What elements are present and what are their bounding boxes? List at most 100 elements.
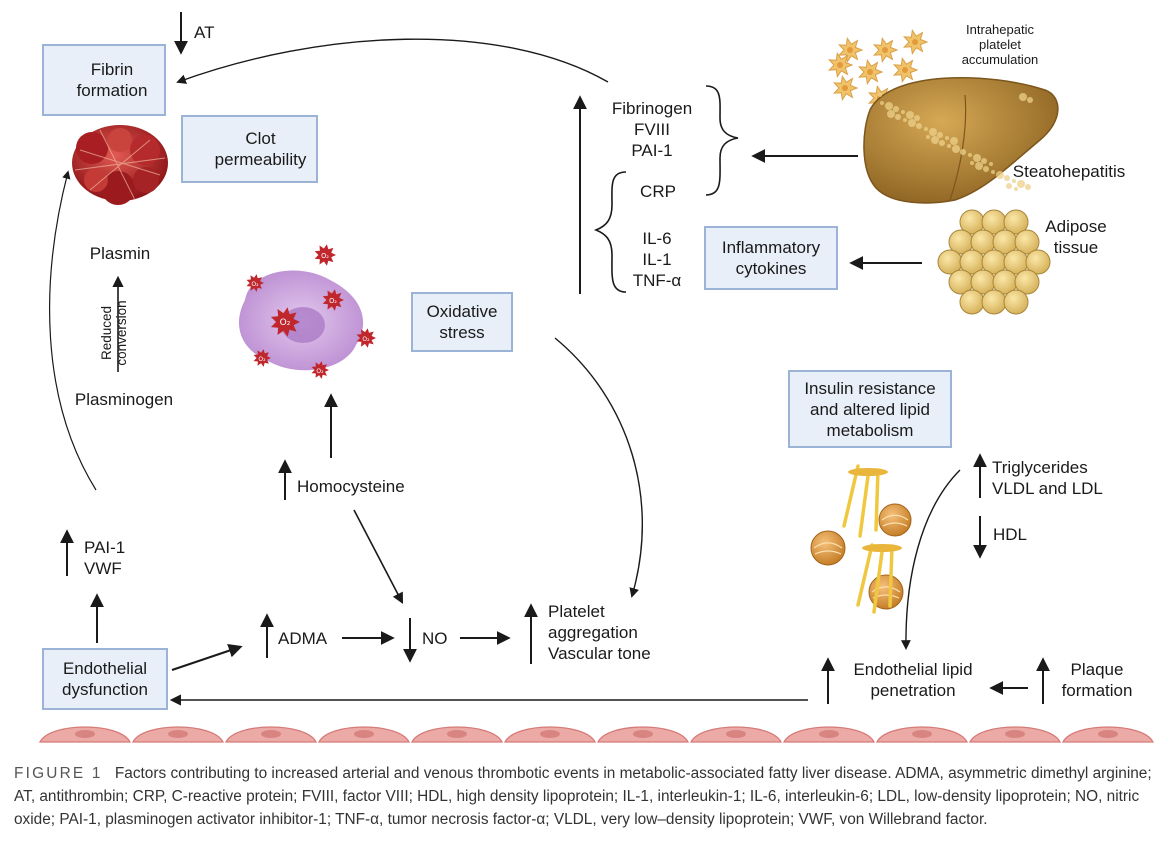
fat-droplet [989, 162, 993, 166]
lipids-to-endothelial-arrow [900, 469, 961, 650]
platelet-line2: aggregation [548, 623, 638, 642]
ros-o2-label: O₂ [329, 297, 337, 305]
fat-droplet [1019, 93, 1027, 101]
adipocyte-icon [1003, 289, 1029, 315]
endothelial-to-adma-arrow [171, 643, 243, 671]
lipid-tail [858, 474, 870, 538]
fat-droplet [1004, 175, 1010, 181]
endothelial-nucleus [1005, 730, 1025, 738]
homocysteine-to-no-arrow [353, 509, 404, 604]
lipid-tail [888, 544, 894, 608]
endothelial-nucleus [354, 730, 374, 738]
fat-droplet [901, 110, 905, 114]
endothelial-nucleus [1098, 730, 1118, 738]
endothelial-nucleus [633, 730, 653, 738]
figure-label: FIGURE 1 [14, 765, 103, 782]
oxidative-to-platelet-arrow [554, 337, 643, 598]
adipocyte-icon [1025, 249, 1051, 275]
vldl-ldl-label: VLDL and LDL [992, 479, 1103, 498]
fat-droplet [991, 170, 995, 174]
fviii-label: FVIII [634, 120, 670, 139]
plaque-line2: formation [1061, 681, 1133, 700]
fat-droplet [945, 136, 949, 140]
adipocyte-icon [981, 289, 1007, 315]
lipid-particles-icon [810, 464, 912, 614]
endothelial-nucleus [168, 730, 188, 738]
oxidative-stress-box: Oxidative stress [411, 292, 513, 352]
fat-droplet [924, 127, 928, 131]
platelet-core [867, 69, 873, 75]
endothelial-dysfunction-box: Endothelial dysfunction [42, 648, 168, 710]
lipid-head [862, 544, 902, 552]
at-label: AT [194, 23, 215, 42]
endothelial-lipid-line1: Endothelial lipid [853, 660, 973, 679]
lipoprotein-band [813, 542, 843, 555]
steatohepatitis-label: Steatohepatitis [1012, 162, 1126, 181]
endothelial-nucleus [447, 730, 467, 738]
intrahepatic-line2: platelet [979, 37, 1021, 52]
pai1-label: PAI-1 [84, 538, 126, 557]
endothelial-nucleus [819, 730, 839, 738]
fat-droplet [929, 128, 937, 136]
vwf-label: VWF [84, 559, 122, 578]
il1-label: IL-1 [642, 250, 672, 269]
insulin-resistance-line1: Insulin resistance [804, 378, 936, 398]
platelet-line1: Platelet [548, 602, 605, 621]
lipid-tail [874, 468, 880, 532]
adipocyte-icon [1003, 209, 1029, 235]
fat-droplet [973, 154, 981, 162]
fat-droplet [939, 140, 945, 146]
adipocyte-icon [959, 289, 985, 315]
caption-text: Factors contributing to increased arteri… [14, 765, 1152, 828]
fat-droplet [906, 111, 914, 119]
ros-molecule-icon: O₂ [311, 361, 329, 379]
fat-droplet [947, 144, 951, 148]
inflammatory-cytokines-line1: Inflammatory [721, 238, 821, 257]
il6-label: IL-6 [642, 229, 672, 248]
platelet-core [842, 85, 848, 91]
platelet-core [847, 47, 853, 53]
coag-brace [705, 85, 739, 196]
fat-droplet [952, 145, 960, 153]
inflammatory-cytokines-line2: cytokines [735, 259, 807, 278]
triglycerides-label: Triglycerides [992, 458, 1088, 477]
ros-molecule-icon: O₂ [253, 349, 271, 367]
ros-molecule-icon: O₂ [356, 328, 376, 348]
ros-molecule-icon: O₂ [314, 244, 336, 266]
lipoprotein-band [881, 514, 909, 527]
ros-o2-label: O₂ [362, 336, 370, 343]
endothelial-nucleus [726, 730, 746, 738]
platelet-label: Platelet aggregation Vascular tone [548, 601, 651, 664]
plasmin-label: Plasmin [89, 244, 151, 263]
endothelial-nucleus [75, 730, 95, 738]
ros-molecule-icon: O₂ [322, 289, 344, 311]
lipid-tail [856, 543, 874, 607]
fat-droplet [937, 132, 943, 138]
fat-droplet [968, 153, 972, 157]
ros-molecule-icon: O₂ [270, 307, 300, 337]
platelet-core [837, 62, 843, 68]
fat-droplet [887, 110, 895, 118]
clot-permeability-line2: permeability [214, 150, 307, 169]
fat-droplet [970, 161, 974, 165]
insulin-resistance-box: Insulin resistance and altered lipid met… [788, 370, 952, 448]
fat-droplet [1017, 180, 1025, 188]
fat-droplet [895, 114, 901, 120]
fat-droplet [1025, 184, 1031, 190]
endothelial-dysfunction-line1: Endothelial [62, 659, 148, 678]
fibrin-formation-line1: Fibrin [90, 60, 134, 79]
plaque-label: Plaque formation [1054, 659, 1140, 701]
cytokine-list-label: IL-6 IL-1 TNF-α [624, 228, 690, 291]
platelet-core [882, 47, 888, 53]
liver-fat-droplets [878, 93, 1033, 191]
clot-permeability-box: Clot permeability [181, 115, 318, 183]
plaque-line1: Plaque [1070, 660, 1124, 679]
liver-icon [863, 76, 1059, 204]
fat-droplet [1006, 183, 1012, 189]
no-label: NO [422, 629, 448, 648]
ros-o2-label: O₂ [316, 368, 324, 375]
adma-label: ADMA [278, 629, 328, 648]
clot-permeability-line1: Clot [245, 129, 276, 148]
endothelial-cell-layer [38, 726, 1155, 743]
